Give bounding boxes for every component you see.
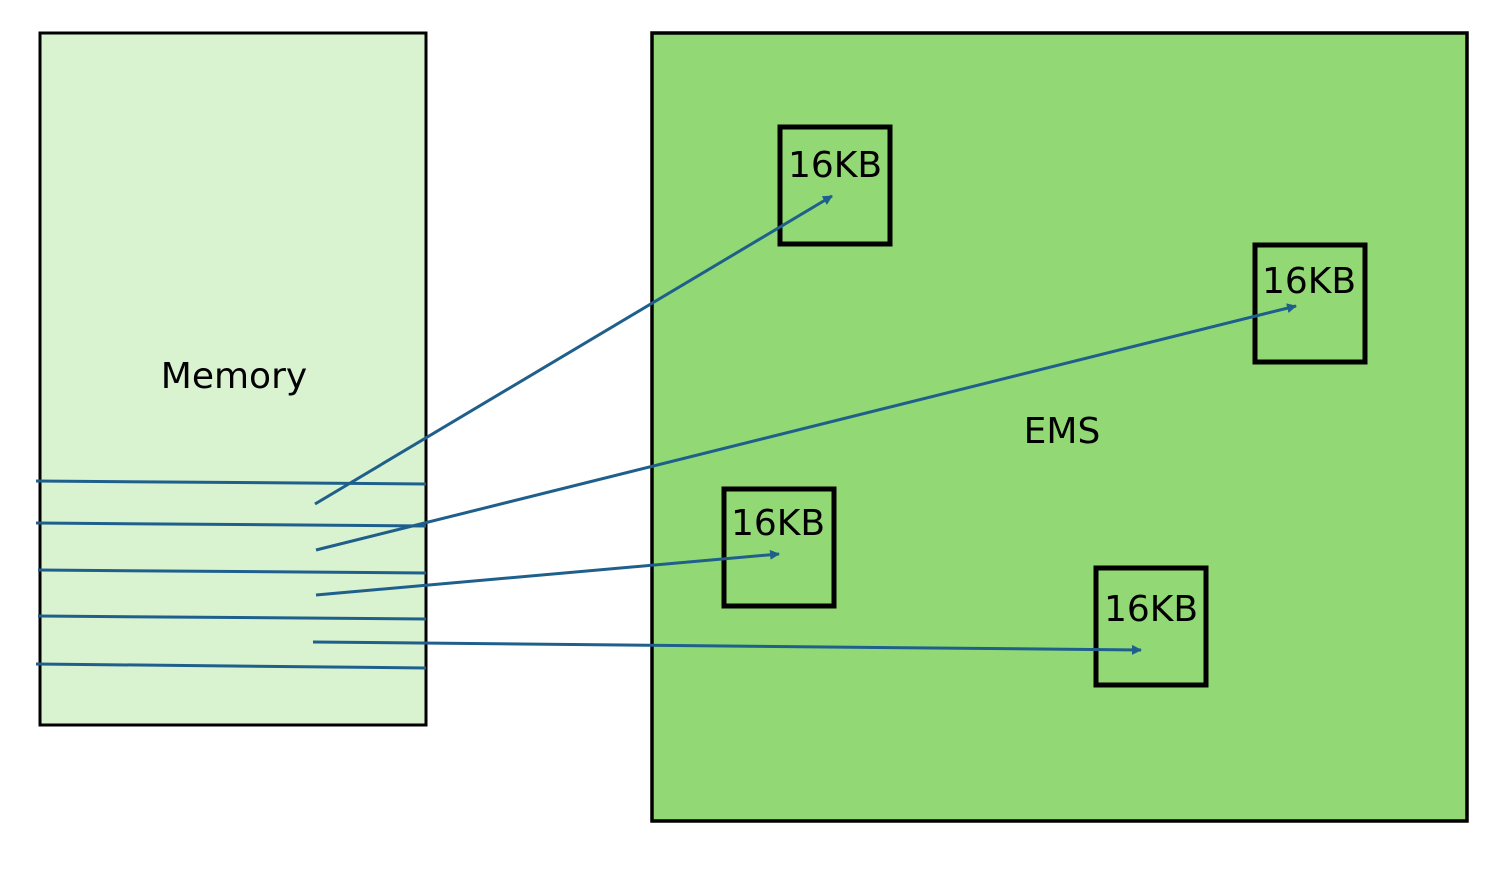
ems-page-box xyxy=(721,486,837,609)
ems-block: EMS 16KB 16KB 16KB 16KB xyxy=(650,31,1469,823)
ems-page: 16KB xyxy=(777,124,893,247)
ems-page: 16KB xyxy=(1093,565,1209,688)
mapping-arrow xyxy=(312,640,1142,655)
ems-page-label: 16KB xyxy=(731,503,825,544)
ems-page-box xyxy=(777,124,893,247)
page-frame-line xyxy=(35,521,427,528)
memory-box xyxy=(38,31,428,727)
ems-page-box xyxy=(1252,242,1368,365)
memory-label: Memory xyxy=(161,356,307,397)
page-frame-line xyxy=(37,568,427,575)
mapping-arrows xyxy=(312,194,1297,655)
ems-page-label: 16KB xyxy=(1104,589,1198,630)
page-frame-line xyxy=(35,662,427,670)
ems-label: EMS xyxy=(1024,411,1101,452)
mapping-arrow xyxy=(315,303,1297,552)
page-frame-line xyxy=(35,479,427,486)
ems-page-box xyxy=(1093,565,1209,688)
ems-page: 16KB xyxy=(721,486,837,609)
ems-page-label: 16KB xyxy=(1262,261,1356,302)
ems-box xyxy=(650,31,1469,823)
ems-page-label: 16KB xyxy=(788,145,882,186)
mapping-arrow xyxy=(315,549,780,597)
mapping-arrow xyxy=(314,194,833,506)
page-frame-line xyxy=(37,614,427,621)
memory-block: Memory xyxy=(35,31,428,727)
ems-page: 16KB xyxy=(1252,242,1368,365)
